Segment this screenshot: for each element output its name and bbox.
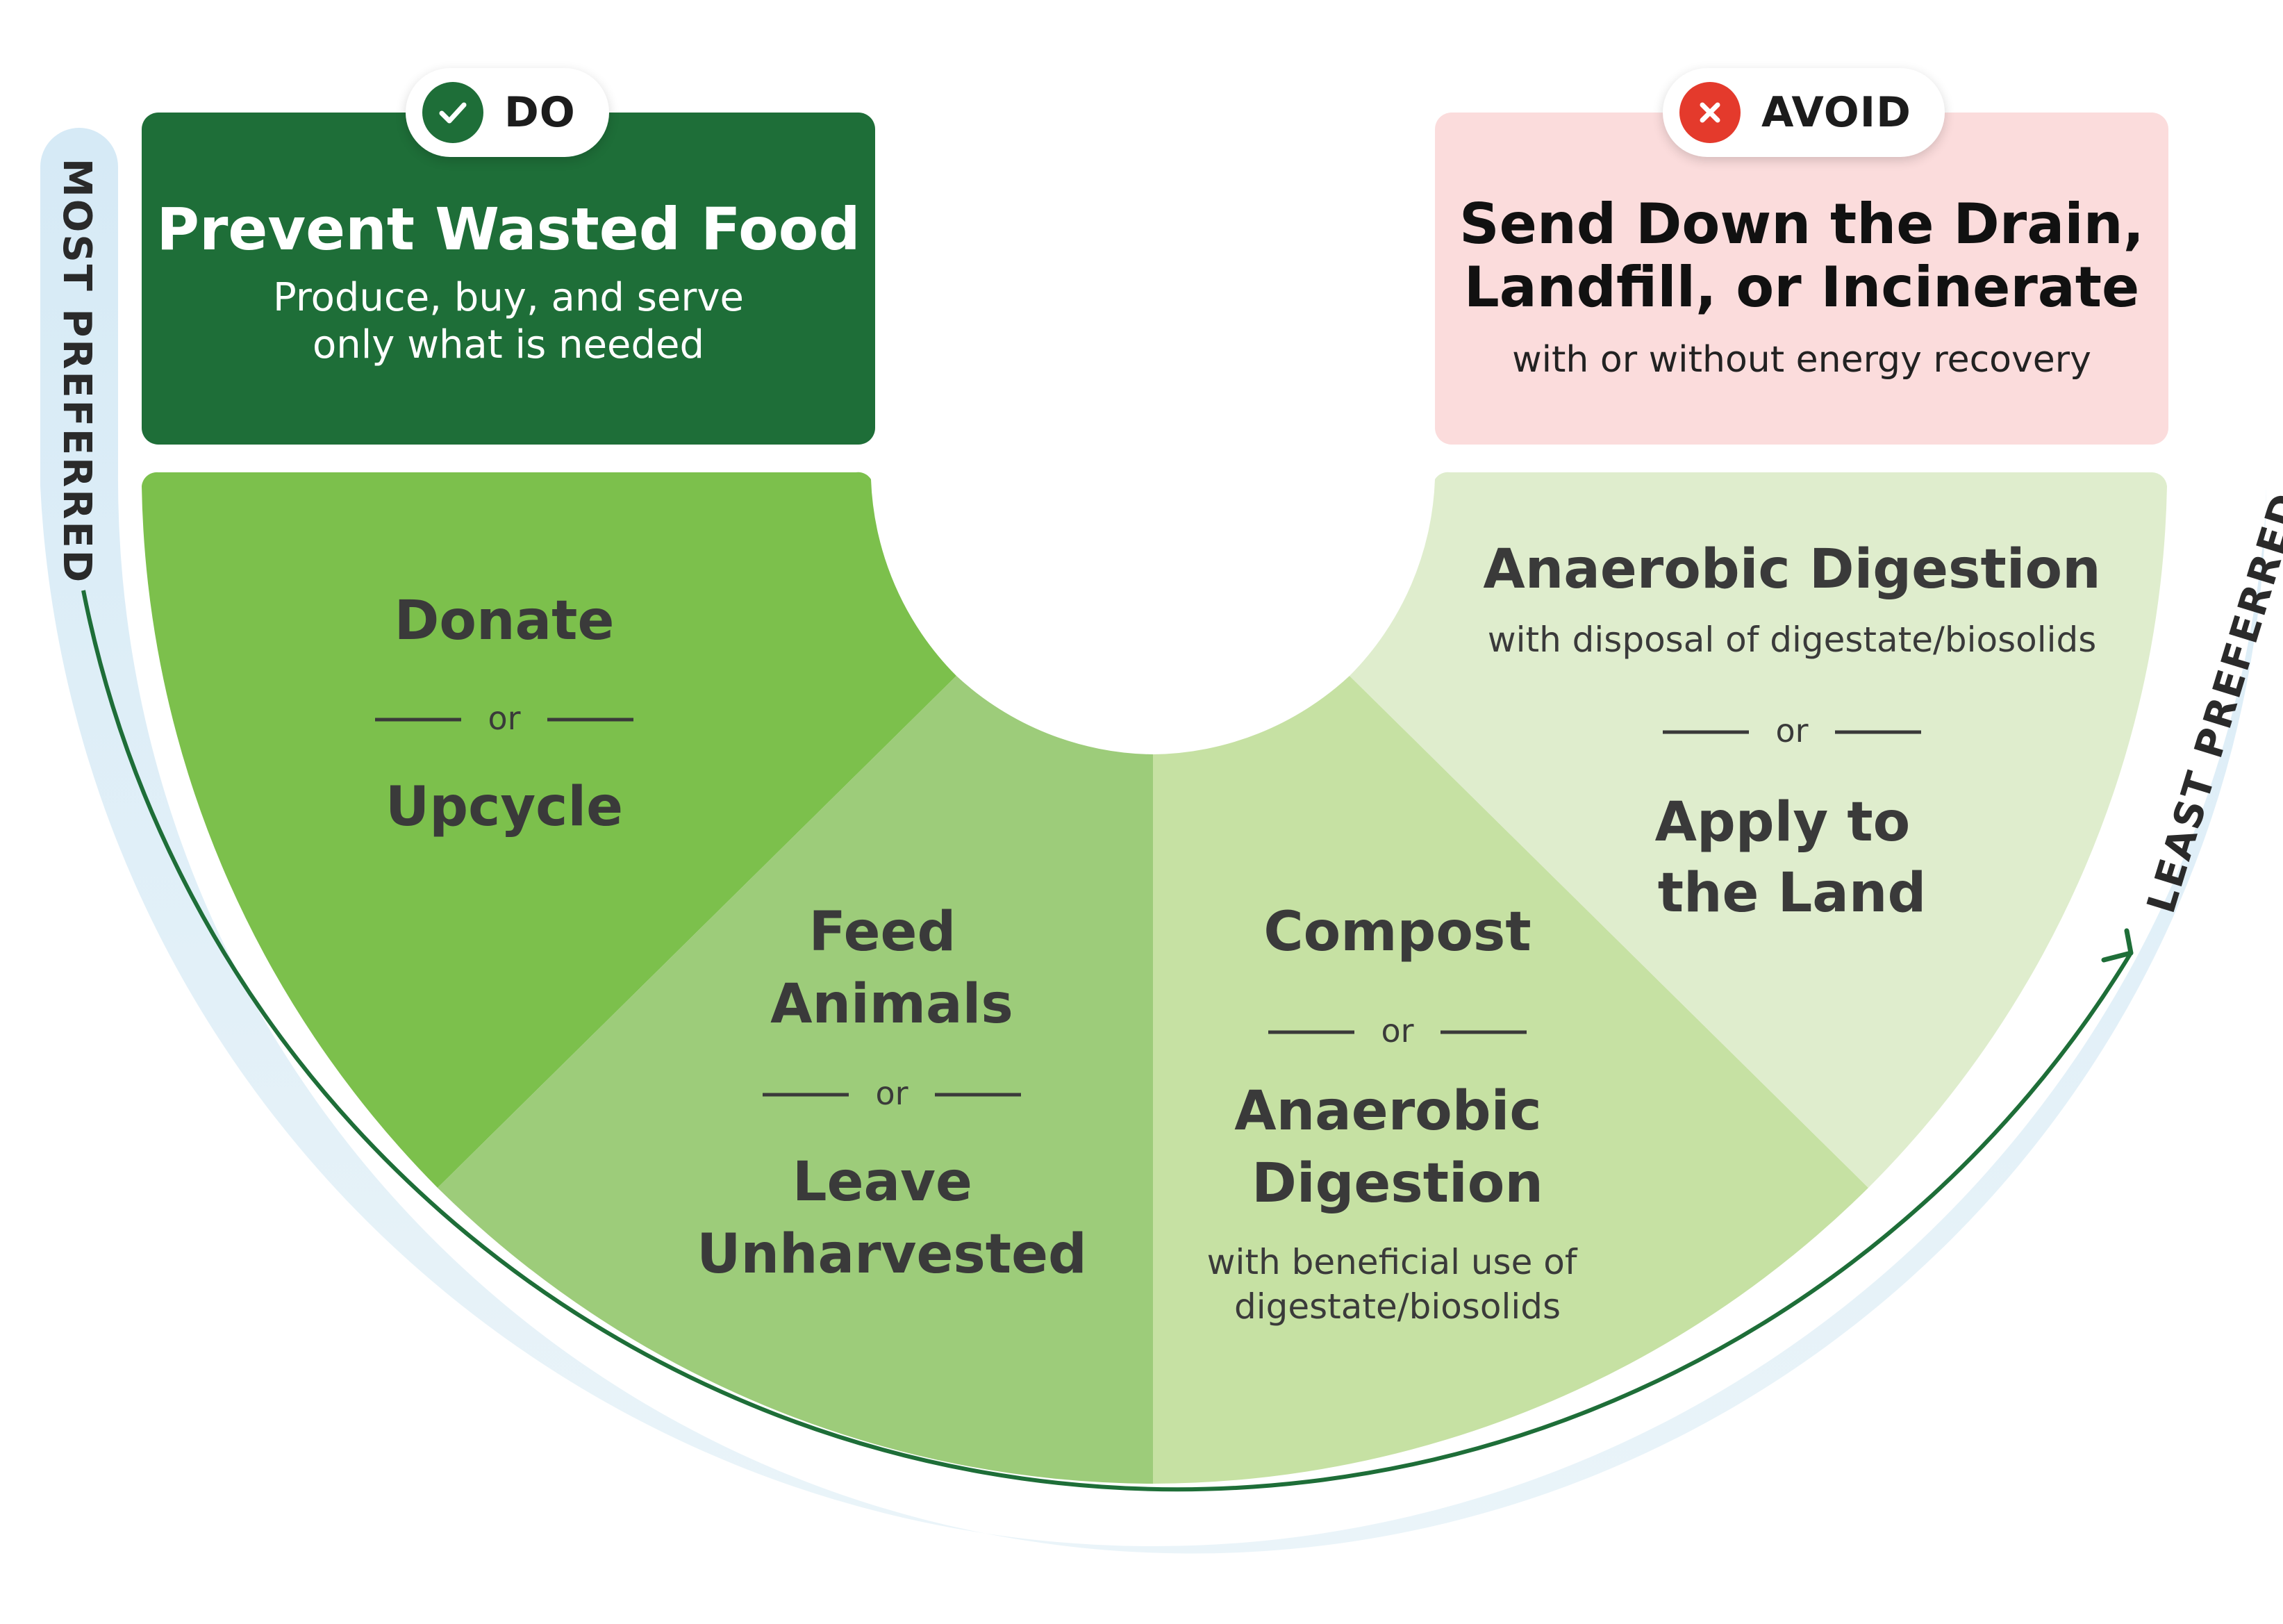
or-separator: or [875,1075,908,1112]
do-box: Prevent Wasted Food Produce, buy, and se… [142,113,875,445]
avoid-subtitle: with or without energy recovery [1512,338,2091,381]
arrow-head-icon [2101,928,2134,963]
preference-arrow-line [81,590,2133,1492]
tier-1-primary: Donate [395,590,615,652]
or-separator: or [1775,712,1808,749]
check-icon [422,82,483,143]
or-separator: or [488,699,520,737]
tier-2-secondary: Leave Unharvested [697,1151,1087,1286]
sector-compost [1153,676,1868,1484]
tier-4-secondary: Apply to the Land [1655,791,1929,925]
tier-4-note: with disposal of digestate/biosolids [1488,620,2097,660]
x-icon [1679,82,1741,143]
do-title: Prevent Wasted Food [156,195,861,264]
sector-feed-animals [438,676,1153,1484]
sector-donate-upcycle [142,472,956,1188]
most-preferred-label: MOST PREFERRED [54,158,99,584]
or-separator: or [1381,1012,1413,1050]
avoid-title: Send Down the Drain, Landfill, or Incine… [1459,191,2144,320]
do-badge: DO [406,68,609,157]
tier-1-secondary: Upcycle [385,776,623,838]
avoid-badge: AVOID [1663,68,1945,157]
do-subtitle: Produce, buy, and serve only what is nee… [273,274,744,368]
tier-2-primary: Feed Animals [770,901,1013,1036]
sector-anaerobic-land [1350,472,2167,1188]
tier-4-primary: Anaerobic Digestion [1483,538,2100,601]
tier-3-secondary: Anaerobic Digestion [1234,1080,1560,1215]
avoid-box: Send Down the Drain, Landfill, or Incine… [1435,113,2168,445]
tier-3-primary: Compost [1263,901,1531,963]
do-badge-label: DO [504,88,576,137]
avoid-badge-label: AVOID [1761,88,1911,137]
tier-3-note: with beneficial use of digestate/biosoli… [1207,1242,1588,1327]
